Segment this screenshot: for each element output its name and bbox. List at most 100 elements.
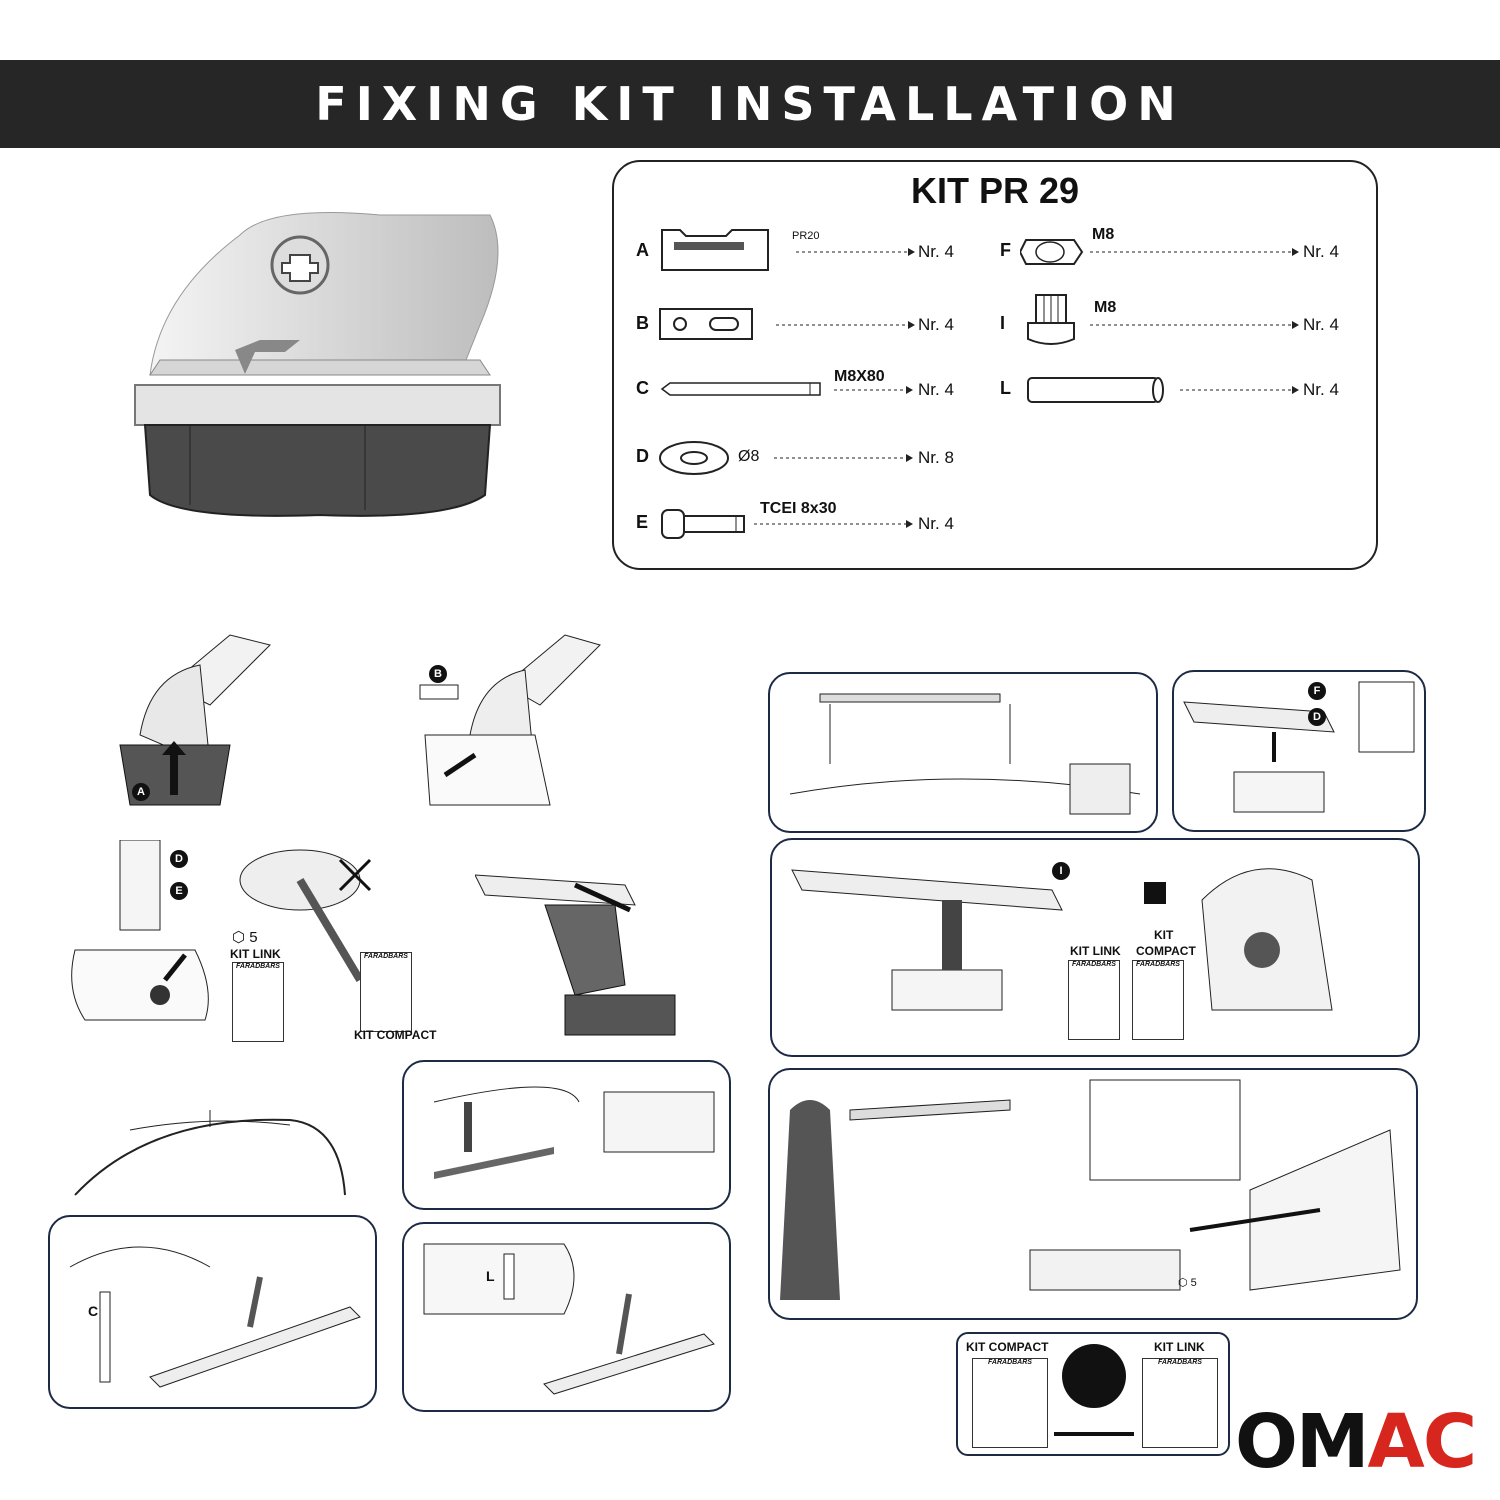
page-title: FIXING KIT INSTALLATION — [315, 77, 1185, 131]
knob-icon — [1027, 294, 1075, 345]
part-qty: Nr. 8 — [918, 448, 954, 467]
bolt-icon — [661, 509, 745, 539]
dotted-arrow — [754, 520, 913, 528]
part-letter: I — [1000, 313, 1006, 333]
part-l: L Nr. 4 — [1000, 368, 1350, 412]
nut-icon — [1020, 239, 1084, 265]
part-qty: Nr. 4 — [918, 242, 954, 261]
dotted-arrow — [834, 386, 913, 394]
part-f: F M8 Nr. 4 — [1000, 226, 1350, 274]
part-i: I M8 Nr. 4 — [1000, 294, 1350, 347]
read-manual-icon — [1062, 1344, 1126, 1408]
part-letter: E — [636, 512, 649, 532]
part-letter: A — [636, 240, 649, 260]
tube-l-label: L — [486, 1268, 495, 1284]
badge-b: B — [429, 665, 447, 683]
badge-f: F — [1308, 682, 1326, 700]
manual-brand: FARADBARS — [1136, 961, 1180, 968]
panel-tube-l: L — [402, 1222, 731, 1412]
kit-compact-label-2: COMPACT — [1136, 944, 1196, 958]
part-letter: C — [636, 378, 649, 398]
kit-link-manual: FARADBARS — [232, 962, 284, 1042]
part-qty: Nr. 4 — [918, 380, 954, 399]
part-label: M8X80 — [834, 368, 885, 385]
kit-compact-label-1: KIT — [1154, 928, 1174, 942]
rod-c-label: C — [88, 1303, 99, 1319]
kit-compact-manual: FARADBARS — [972, 1358, 1048, 1448]
kit-parts-list: KIT PR 29 A PR20 Nr. 4 B Nr. 4 C M8X80 N… — [612, 160, 1378, 570]
dotted-arrow — [796, 248, 915, 256]
hex-key-size: ⬡ 5 — [232, 929, 258, 946]
part-b: B Nr. 4 — [636, 303, 966, 347]
hex-key-size-value: 5 — [249, 929, 258, 946]
step-insert-plate: B — [415, 625, 615, 825]
step-bolt-tighten: D E ⬡ 5 KIT LINK FARADBARS FARADBARS KIT… — [70, 840, 440, 1050]
kit-link-label: KIT LINK — [230, 947, 281, 961]
dotted-arrow — [1090, 321, 1299, 329]
logo-om: OM — [1235, 1399, 1370, 1485]
hex-key-size-value: 5 — [1190, 1277, 1197, 1289]
dotted-arrow — [776, 321, 915, 329]
kit-title: KIT PR 29 — [910, 170, 1080, 211]
part-e: E TCEI 8x30 Nr. 4 — [636, 500, 966, 546]
manual-brand: FARADBARS — [364, 953, 408, 960]
part-letter: D — [636, 446, 649, 466]
washer-icon — [659, 441, 729, 475]
panel-position-bars — [768, 672, 1158, 833]
badge-e: E — [170, 882, 188, 900]
rod-icon — [660, 382, 821, 396]
title-banner: FIXING KIT INSTALLATION — [0, 60, 1500, 148]
kit-link-label: KIT LINK — [1154, 1340, 1205, 1354]
kit-link-manual: FARADBARS — [1142, 1358, 1218, 1448]
panel-nut-washer: F D — [1172, 670, 1426, 832]
kit-link-label: KIT LINK — [1070, 944, 1121, 958]
kit-compact-manual: FARADBARS — [360, 952, 412, 1032]
logo-ac: AC — [1367, 1399, 1478, 1485]
part-label: TCEI 8x30 — [760, 500, 837, 517]
part-a: A PR20 Nr. 4 — [636, 229, 966, 274]
badge-d: D — [1308, 708, 1326, 726]
part-label: PR20 — [792, 230, 820, 242]
dotted-arrow — [1180, 386, 1299, 394]
part-label: M8 — [1092, 226, 1115, 243]
part-qty: Nr. 4 — [1303, 315, 1339, 334]
badge-i: I — [1052, 862, 1070, 880]
part-c: C M8X80 Nr. 4 — [636, 368, 966, 412]
kit-link-manual: FARADBARS — [1068, 960, 1120, 1040]
part-qty: Nr. 4 — [918, 514, 954, 533]
part-label: M8 — [1094, 299, 1117, 316]
manual-reference-box: KIT COMPACT FARADBARS KIT LINK FARADBARS — [956, 1332, 1230, 1456]
tube-icon — [1027, 377, 1164, 403]
kit-compact-label: KIT COMPACT — [966, 1340, 1049, 1354]
plate-icon — [659, 308, 753, 340]
panel-final-lock: ⬡ 5 — [768, 1068, 1418, 1320]
omac-logo: OMAC — [1235, 1405, 1477, 1479]
part-letter: L — [1000, 378, 1011, 398]
manual-brand: FARADBARS — [1158, 1359, 1202, 1366]
kit-compact-manual: FARADBARS — [1132, 960, 1184, 1040]
part-qty: Nr. 4 — [1303, 380, 1339, 399]
part-qty: Nr. 4 — [918, 315, 954, 334]
roof-overview — [70, 1085, 350, 1205]
double-arrow-icon — [1054, 1432, 1134, 1436]
dotted-arrow — [1090, 248, 1299, 256]
part-qty: Nr. 4 — [1303, 242, 1339, 261]
panel-rod-c: C — [48, 1215, 377, 1409]
badge-a: A — [132, 783, 150, 801]
manual-brand: FARADBARS — [1072, 961, 1116, 968]
badge-d: D — [170, 850, 188, 868]
panel-knob-tighten: I KIT LINK FARADBARS KIT COMPACT FARADBA… — [770, 838, 1420, 1057]
step-rail-insert — [475, 845, 705, 1045]
manual-brand: FARADBARS — [988, 1359, 1032, 1366]
part-d: D Ø8 Nr. 8 — [636, 436, 966, 480]
part-letter: B — [636, 313, 649, 333]
roof-rack-foot-illustration — [120, 175, 540, 535]
part-label: Ø8 — [738, 448, 760, 465]
dotted-arrow — [774, 454, 913, 462]
step-attach-pad: A — [100, 625, 290, 815]
manual-brand: FARADBARS — [236, 963, 280, 970]
foot-pad-icon — [661, 229, 769, 271]
hex-key-size: ⬡ 5 — [1178, 1277, 1197, 1289]
kit-compact-label: KIT COMPACT — [354, 1028, 437, 1042]
panel-clean-roof — [402, 1060, 731, 1210]
